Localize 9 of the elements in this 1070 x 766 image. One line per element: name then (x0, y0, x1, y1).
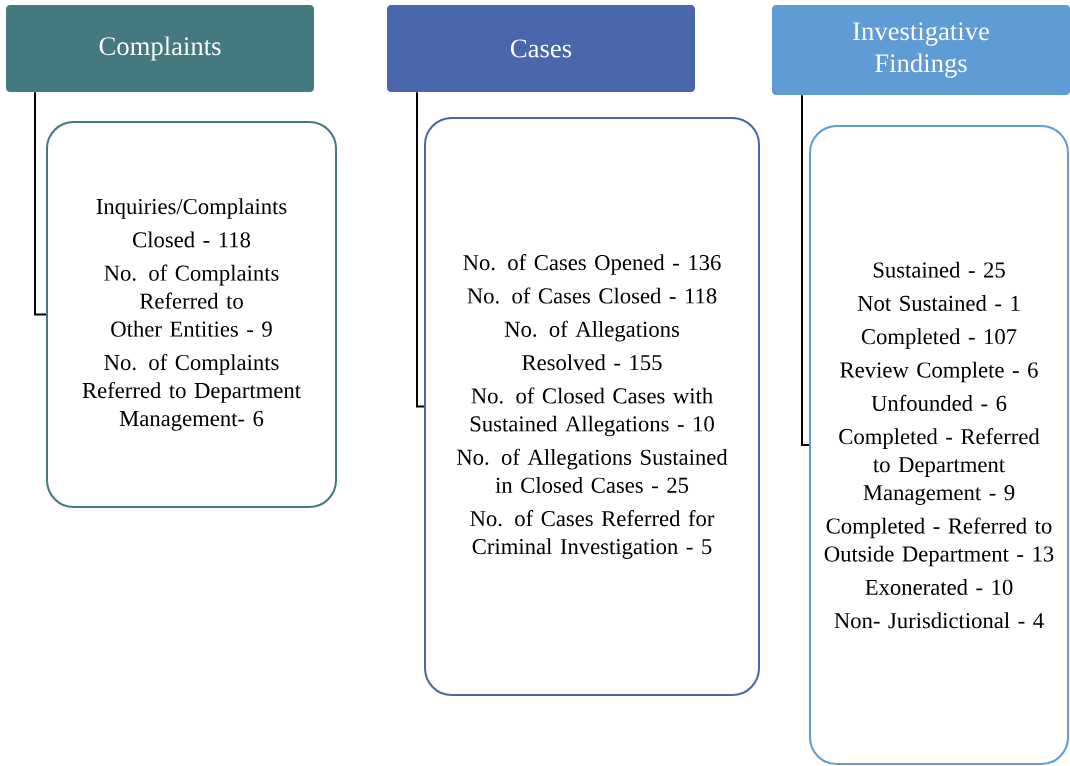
header-box: Cases (387, 5, 695, 92)
connector-line (801, 94, 810, 446)
header-box: Complaints (6, 5, 314, 92)
content-box: Inquiries/Complaints Closed - 118 No. of Complaints Referred to Other Entities - 9 No. of Complaints Referred to Department Management- 6 (46, 121, 337, 508)
content-box: No. of Cases Opened - 136 No. of Cases Closed - 118 No. of Allegations Resolved - 155 No. of Closed Cases with Sustained Allegations - 10 No. of Allegations Sustained in Closed Cases - 25 No. of Cases Referred for Criminal Investigation - 5 (424, 117, 760, 696)
connector-line (34, 91, 47, 316)
header-box: Investigative Findings (772, 5, 1070, 95)
content-box: Sustained - 25 Not Sustained - 1 Completed - 107 Review Complete - 6 Unfounded - 6 Completed - Referred to Department Management - 9 Completed - Referred to Outside Department - 13 Exonerated - 10 Non- Jurisdictional - 4 (809, 125, 1069, 765)
connector-line (416, 91, 425, 408)
